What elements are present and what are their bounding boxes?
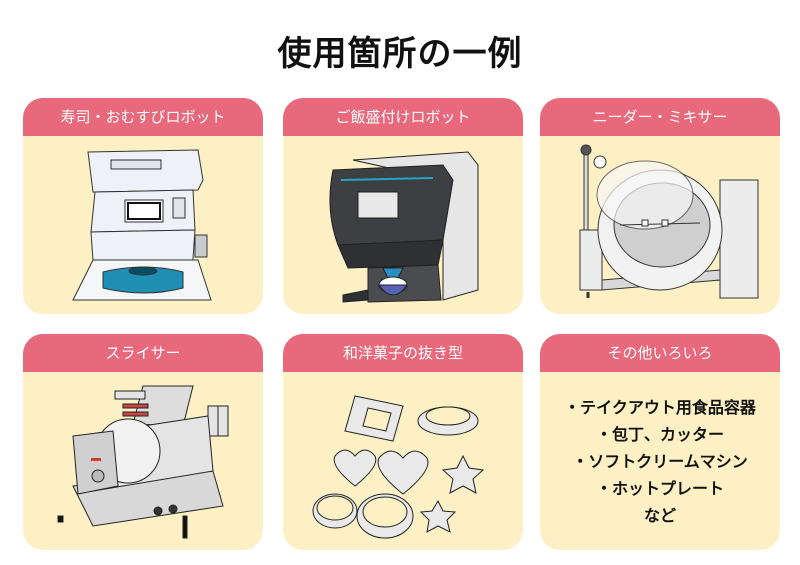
card-header: スライサー xyxy=(23,334,263,372)
card-slicer: スライサー xyxy=(23,334,263,550)
confectionery-cutter-illustration xyxy=(312,395,485,539)
kneader-mixer-illustration xyxy=(579,144,759,299)
card-others: その他いろいろ ・テイクアウト用食品容器 ・包丁、カッター ・ソフトクリームマシ… xyxy=(540,334,780,550)
list-item: ・包丁、カッター xyxy=(595,424,724,444)
rice-serving-robot-illustration xyxy=(329,151,479,303)
list-item: など xyxy=(643,505,676,525)
card-header: ニーダー・ミキサー xyxy=(540,98,780,136)
list-item: ・ソフトクリームマシン xyxy=(572,451,748,471)
slicer-illustration xyxy=(57,385,229,539)
other-items-list: ・テイクアウト用食品容器 ・包丁、カッター ・ソフトクリームマシン ・ホットプレ… xyxy=(564,394,756,529)
card-rice-robot: ご飯盛付けロボット xyxy=(283,98,523,314)
card-kneader-mixer: ニーダー・ミキサー xyxy=(540,98,780,314)
page-title: 使用箇所の一例 xyxy=(277,34,523,74)
card-header: ご飯盛付けロボット xyxy=(283,98,523,136)
card-header: 和洋菓子の抜き型 xyxy=(283,334,523,372)
list-item: ・ホットプレート xyxy=(595,478,724,498)
card-header: その他いろいろ xyxy=(540,334,780,372)
sushi-robot-illustration xyxy=(72,149,212,301)
list-item: ・テイクアウト用食品容器 xyxy=(564,397,756,417)
card-cutters: 和洋菓子の抜き型 xyxy=(283,334,523,550)
card-header: 寿司・おむすびロボット xyxy=(23,98,263,136)
card-sushi-robot: 寿司・おむすびロボット xyxy=(23,98,263,314)
